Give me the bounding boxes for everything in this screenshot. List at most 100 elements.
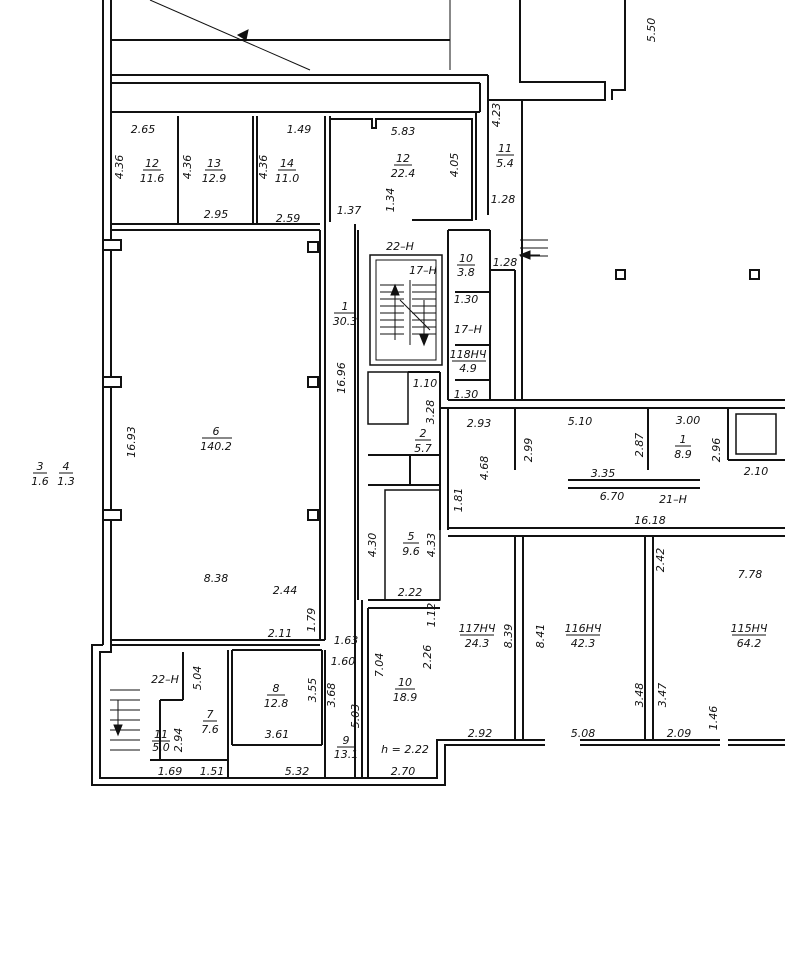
dim-2-95: 2.95 [204,208,229,221]
dim-2-22a: 2.22 [398,586,423,599]
svg-text:1: 1 [342,300,349,313]
dim-5-04: 5.04 [191,666,204,691]
dim-1-46: 1.46 [707,706,720,731]
dim-4-05: 4.05 [448,153,461,178]
dim-1-60: 1.60 [331,655,356,668]
room-label-8: 8 12.8 [264,682,289,710]
dim-1-79: 1.79 [305,608,318,633]
svg-text:24.3: 24.3 [465,637,490,650]
dim-1-28a: 1.28 [491,193,516,206]
stair-label-21h: 21–Н [659,493,687,506]
room-label-7: 7 7.6 [201,708,219,736]
svg-text:12: 12 [145,157,159,170]
dim-3-00: 3.00 [676,414,701,427]
room-label-10a: 10 3.8 [457,252,475,279]
room-label-11b: 11 5.0 [152,728,170,754]
dim-1-30b: 1.30 [454,388,479,401]
columns [102,239,760,521]
dim-2-11: 2.11 [268,627,293,640]
svg-text:116НЧ: 116НЧ [565,622,602,635]
dim-2-87: 2.87 [633,433,646,458]
dim-2-44: 2.44 [273,584,298,597]
dim-5-03: 5.03 [349,704,362,729]
dim-3-47: 3.47 [656,683,669,708]
dim-2-99: 2.99 [522,438,535,463]
svg-text:12.9: 12.9 [202,172,227,185]
svg-text:13.1: 13.1 [334,748,359,761]
dim-2-09: 2.09 [667,727,692,740]
svg-text:6: 6 [213,425,220,438]
dim-5-10: 5.10 [568,415,593,428]
dim-2-92: 2.92 [468,727,493,740]
svg-text:117НЧ: 117НЧ [459,622,496,635]
room-labels: 12 11.6 1 3 12.9 14 11.0 12 22.4 11 5.4 1… [31,142,768,761]
dim-2-94: 2.94 [172,728,185,753]
svg-text:7: 7 [207,708,214,721]
dim-6-70: 6.70 [600,490,625,503]
svg-text:115НЧ: 115НЧ [731,622,768,635]
room-label-12b: 12 22.4 [391,152,416,180]
dim-2-10: 2.10 [744,465,769,478]
dim-2-59: 2.59 [276,212,301,225]
svg-text:12: 12 [396,152,410,165]
dim-1-37: 1.37 [337,204,362,217]
dim-4-36a: 4.36 [113,155,126,180]
room-label-115: 115НЧ 64.2 [731,622,768,650]
room-label-118: 118НЧ 4.9 [450,348,487,375]
dimension-labels: 5.50 2.65 1.49 5.83 4.23 4.36 4.36 4.36 … [113,18,768,778]
dim-1-51: 1.51 [200,765,225,778]
svg-text:22.4: 22.4 [391,167,416,180]
stair-label-22h-top: 22–Н [386,240,414,253]
dim-16-93: 16.93 [125,426,138,458]
stair-arrows [113,29,540,737]
svg-text:1.6: 1.6 [31,475,49,488]
svg-text:1.3: 1.3 [57,475,75,488]
dim-16-18: 16.18 [634,514,666,527]
walls [91,0,785,786]
dim-16-96: 16.96 [335,362,348,394]
dim-4-36c: 4.36 [257,155,270,180]
stair-label-17h-top: 17–Н [409,264,437,277]
svg-text:118НЧ: 118НЧ [450,348,487,361]
svg-text:12.8: 12.8 [264,697,289,710]
dim-1-28b: 1.28 [493,256,518,269]
dim-7-04: 7.04 [373,653,386,678]
svg-text:11.0: 11.0 [275,172,300,185]
dim-1-81: 1.81 [452,488,465,513]
svg-text:10: 10 [459,252,473,265]
dim-5-83: 5.83 [391,125,416,138]
dim-8-38: 8.38 [204,572,229,585]
svg-text:140.2: 140.2 [200,440,232,453]
svg-text:3.8: 3.8 [457,266,475,279]
room-label-2: 2 5.7 [414,427,432,455]
dim-5-08: 5.08 [571,727,596,740]
svg-text:7.6: 7.6 [201,723,219,736]
dim-2-65: 2.65 [131,123,156,136]
room-label-5: 5 9.6 [402,530,420,558]
room-label-3: 3 1.6 [31,460,49,488]
dim-4-30: 4.30 [366,533,379,558]
svg-text:11.6: 11.6 [140,172,165,185]
dim-2-42: 2.42 [654,548,667,573]
svg-text:18.9: 18.9 [393,691,418,704]
svg-text:8: 8 [273,682,280,695]
room-label-6: 6 140.2 [200,425,232,453]
dim-8-41: 8.41 [534,624,547,649]
dim-3-68: 3.68 [325,683,338,708]
svg-text:11: 11 [154,728,168,741]
stair-label-22h-bottom: 22–Н [151,673,179,686]
dim-3-35: 3.35 [591,467,616,480]
svg-text:14: 14 [280,157,294,170]
dim-4-33: 4.33 [425,533,438,558]
dim-5-50: 5.50 [645,18,658,43]
room-label-9: 9 13.1 [334,734,359,761]
svg-text:9.6: 9.6 [402,545,420,558]
room-label-11a: 11 5.4 [496,142,514,170]
dim-7-78: 7.78 [738,568,763,581]
dim-1-30a: 1.30 [454,293,479,306]
svg-text:3: 3 [37,460,44,473]
dim-2-96: 2.96 [710,438,723,463]
stair-label-17h-mid: 17–Н [454,323,482,336]
room-label-116: 116НЧ 42.3 [565,622,602,650]
